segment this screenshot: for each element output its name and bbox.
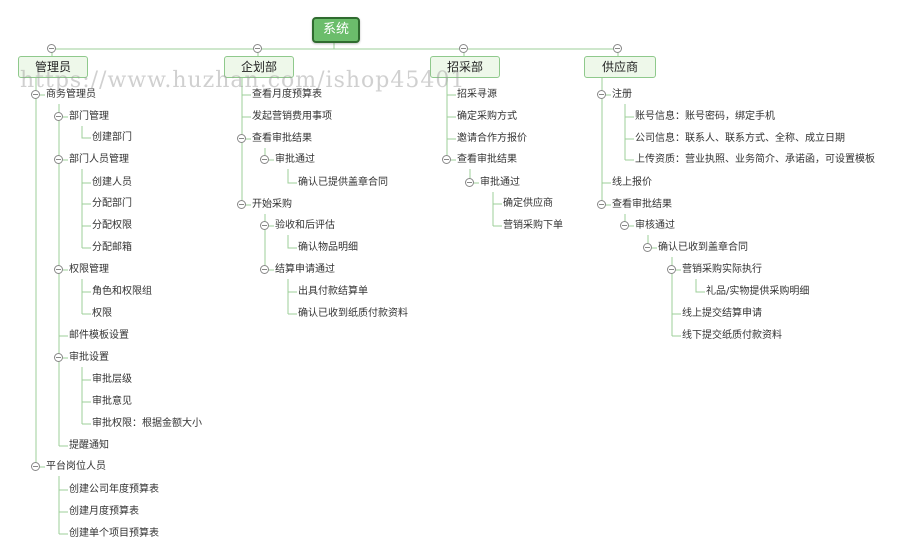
node-assign-perm[interactable]: 分配权限 — [92, 220, 132, 231]
node-confirm-details[interactable]: 确认物品明细 — [298, 242, 358, 253]
node-perm-mgmt[interactable]: 权限管理 — [69, 264, 109, 275]
collapse-view-audit-icon[interactable] — [597, 200, 606, 209]
collapse-dept-staff-icon[interactable] — [54, 155, 63, 164]
node-purchasing-approved[interactable]: 审批通过 — [480, 177, 520, 188]
node-approval-opinion[interactable]: 审批意见 — [92, 396, 132, 407]
node-planning-confirm-contract[interactable]: 确认已提供盖章合同 — [298, 177, 388, 188]
collapse-purchasing-approved-icon[interactable] — [465, 178, 474, 187]
collapse-acceptance-icon[interactable] — [260, 221, 269, 230]
collapse-start-procurement-icon[interactable] — [237, 200, 246, 209]
node-upload-docs[interactable]: 上传资质：营业执照、业务简介、承诺函，可设置模板 — [635, 154, 875, 165]
node-assign-email[interactable]: 分配邮箱 — [92, 242, 132, 253]
node-approval-authority[interactable]: 审批权限：根据金额大小 — [92, 418, 202, 429]
node-audit-passed[interactable]: 审核通过 — [635, 220, 675, 231]
collapse-biz-admin-icon[interactable] — [31, 90, 40, 99]
node-company-info[interactable]: 公司信息：联系人、联系方式、全称、成立日期 — [635, 133, 845, 144]
node-start-procurement[interactable]: 开始采购 — [252, 199, 292, 210]
node-determine-supplier[interactable]: 确定供应商 — [503, 198, 553, 209]
node-register[interactable]: 注册 — [612, 89, 632, 100]
node-approval-level[interactable]: 审批层级 — [92, 374, 132, 385]
node-online-settlement[interactable]: 线上提交结算申请 — [682, 308, 762, 319]
collapse-purchasing-icon[interactable] — [459, 44, 468, 53]
node-reminder[interactable]: 提醒通知 — [69, 440, 109, 451]
node-execute[interactable]: 营销采购实际执行 — [682, 264, 762, 275]
collapse-admin-icon[interactable] — [47, 44, 56, 53]
collapse-supplier-icon[interactable] — [613, 44, 622, 53]
collapse-dept-mgmt-icon[interactable] — [54, 112, 63, 121]
node-supplier-confirm-contract[interactable]: 确认已收到盖章合同 — [658, 242, 748, 253]
node-biz-admin[interactable]: 商务管理员 — [46, 89, 96, 100]
node-view-audit[interactable]: 查看审批结果 — [612, 199, 672, 210]
collapse-audit-passed-icon[interactable] — [620, 221, 629, 230]
node-confirm-paper[interactable]: 确认已收到纸质付款资料 — [298, 308, 408, 319]
node-gift-details[interactable]: 礼品/实物提供采购明细 — [706, 286, 810, 297]
node-planning-view-approval[interactable]: 查看审批结果 — [252, 133, 312, 144]
collapse-settlement-icon[interactable] — [260, 265, 269, 274]
collapse-supplier-confirm-contract-icon[interactable] — [643, 243, 652, 252]
node-dept-mgmt[interactable]: 部门管理 — [69, 111, 109, 122]
node-mail-template[interactable]: 邮件模板设置 — [69, 330, 129, 341]
node-invite-quote[interactable]: 邀请合作方报价 — [457, 133, 527, 144]
root-node-system[interactable]: 系统 — [312, 17, 360, 43]
node-acceptance[interactable]: 验收和后评估 — [275, 220, 335, 231]
node-assign-dept[interactable]: 分配部门 — [92, 198, 132, 209]
collapse-execute-icon[interactable] — [667, 265, 676, 274]
collapse-perm-mgmt-icon[interactable] — [54, 265, 63, 274]
node-create-dept[interactable]: 创建部门 — [92, 132, 132, 143]
node-account-info[interactable]: 账号信息：账号密码，绑定手机 — [635, 111, 775, 122]
node-marketing-order[interactable]: 营销采购下单 — [503, 220, 563, 231]
branch-purchasing[interactable]: 招采部 — [430, 56, 500, 78]
collapse-planning-view-approval-icon[interactable] — [237, 134, 246, 143]
collapse-planning-approved-icon[interactable] — [260, 155, 269, 164]
watermark-text: https://www.huzhan.com/ishop45401 — [20, 68, 466, 93]
node-approval-settings[interactable]: 审批设置 — [69, 352, 109, 363]
node-online-quote[interactable]: 线上报价 — [612, 177, 652, 188]
node-create-staff[interactable]: 创建人员 — [92, 177, 132, 188]
collapse-planning-icon[interactable] — [253, 44, 262, 53]
collapse-purchasing-view-approval-icon[interactable] — [442, 155, 451, 164]
node-monthly-budget[interactable]: 创建月度预算表 — [69, 506, 139, 517]
node-initiate-expense[interactable]: 发起营销费用事项 — [252, 111, 332, 122]
node-issue-statement[interactable]: 出具付款结算单 — [298, 286, 368, 297]
node-determine-method[interactable]: 确定采购方式 — [457, 111, 517, 122]
node-platform-staff[interactable]: 平台岗位人员 — [46, 461, 106, 472]
node-settlement[interactable]: 结算申请通过 — [275, 264, 335, 275]
node-offline-paper[interactable]: 线下提交纸质付款资料 — [682, 330, 782, 341]
collapse-approval-settings-icon[interactable] — [54, 353, 63, 362]
node-project-budget[interactable]: 创建单个项目预算表 — [69, 528, 159, 539]
branch-supplier[interactable]: 供应商 — [584, 56, 656, 78]
node-dept-staff-mgmt[interactable]: 部门人员管理 — [69, 154, 129, 165]
branch-admin[interactable]: 管理员 — [18, 56, 88, 78]
branch-planning[interactable]: 企划部 — [224, 56, 294, 78]
node-perm[interactable]: 权限 — [92, 308, 112, 319]
node-view-monthly-budget[interactable]: 查看月度预算表 — [252, 89, 322, 100]
collapse-platform-staff-icon[interactable] — [31, 462, 40, 471]
collapse-register-icon[interactable] — [597, 90, 606, 99]
node-purchasing-view-approval[interactable]: 查看审批结果 — [457, 154, 517, 165]
node-role-perm-group[interactable]: 角色和权限组 — [92, 286, 152, 297]
node-planning-approved[interactable]: 审批通过 — [275, 154, 315, 165]
node-annual-budget[interactable]: 创建公司年度预算表 — [69, 484, 159, 495]
node-sourcing[interactable]: 招采寻源 — [457, 89, 497, 100]
